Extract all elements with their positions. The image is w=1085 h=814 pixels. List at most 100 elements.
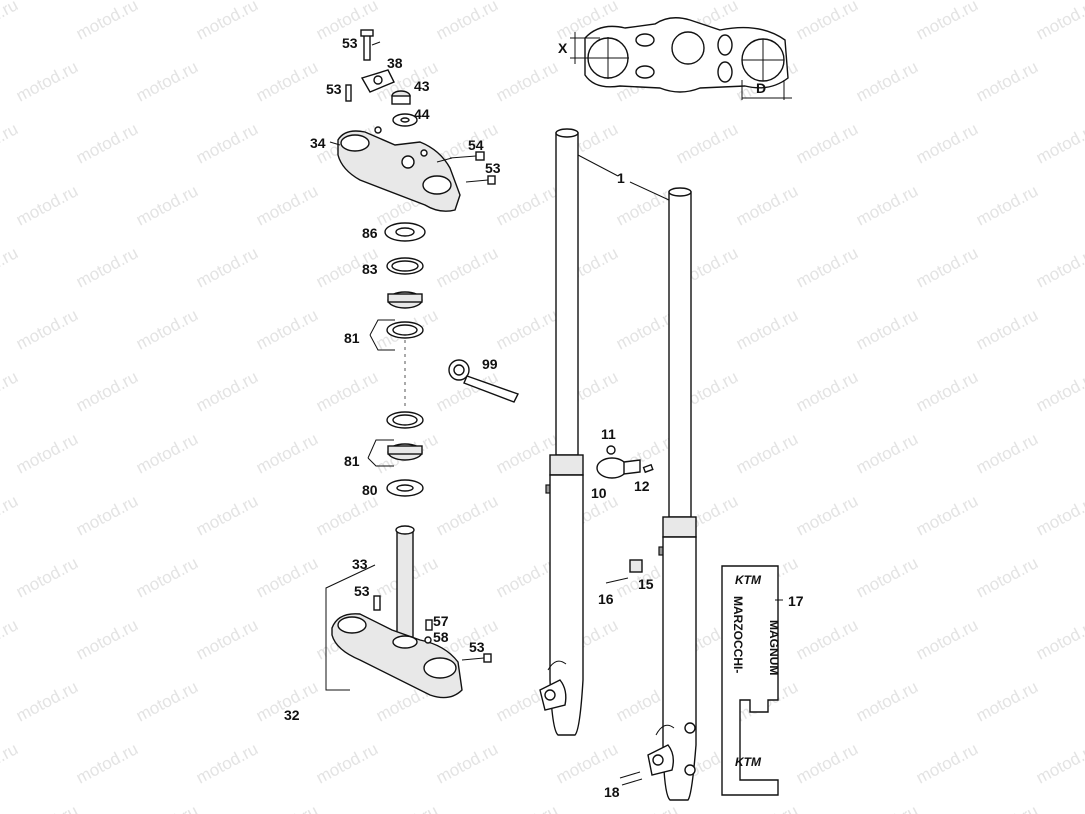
watermark-text: motod.ru — [13, 181, 81, 229]
watermark-text: motod.ru — [433, 491, 501, 539]
watermark-text: motod.ru — [493, 57, 561, 105]
callout-c80: 80 — [362, 482, 378, 498]
watermark-text: motod.ru — [1033, 243, 1085, 291]
watermark-text: motod.ru — [973, 305, 1041, 353]
watermark-text: motod.ru — [13, 305, 81, 353]
watermark-text: motod.ru — [1033, 491, 1085, 539]
spanner-tool — [448, 359, 519, 403]
steering-bearing-stack — [367, 222, 426, 497]
decal-text-magnum: MAGNUM — [767, 620, 781, 675]
callout-c58: 58 — [433, 629, 449, 645]
fork-leg-left — [539, 128, 584, 736]
watermark-text: motod.ru — [253, 801, 321, 814]
watermark-text: motod.ru — [193, 739, 261, 787]
callout-c12: 12 — [634, 478, 650, 494]
watermark-text: motod.ru — [493, 181, 561, 229]
callout-c18: 18 — [604, 784, 620, 800]
watermark-text: motod.ru — [1033, 367, 1085, 415]
lower-triple-clamp — [325, 525, 492, 699]
watermark-text: motod.ru — [73, 491, 141, 539]
callout-c54: 54 — [468, 137, 484, 153]
callout-c34: 34 — [310, 135, 326, 151]
decal-brand-bottom: KTM — [735, 755, 762, 769]
watermark-text: motod.ru — [733, 801, 801, 814]
watermark-text: motod.ru — [433, 0, 501, 44]
callout-c15: 15 — [638, 576, 654, 592]
watermark-text: motod.ru — [313, 739, 381, 787]
decal-brand-top: KTM — [735, 573, 762, 587]
callout-c81b: 81 — [344, 453, 360, 469]
watermark-text: motod.ru — [853, 553, 921, 601]
watermark-text: motod.ru — [973, 181, 1041, 229]
watermark-text: motod.ru — [853, 181, 921, 229]
watermark-text: motod.ru — [973, 677, 1041, 725]
watermark-text: motod.ru — [913, 243, 981, 291]
watermark-text: motod.ru — [0, 119, 21, 167]
watermark-text: motod.ru — [373, 801, 441, 814]
callout-c38: 38 — [387, 55, 403, 71]
watermark-text: motod.ru — [913, 0, 981, 44]
watermark-text: motod.ru — [433, 243, 501, 291]
watermark-text: motod.ru — [793, 491, 861, 539]
watermark-text: motod.ru — [193, 243, 261, 291]
watermark-text: motod.ru — [13, 429, 81, 477]
watermark-text: motod.ru — [913, 491, 981, 539]
watermark-text: motod.ru — [853, 801, 921, 814]
brake-line-clamp — [596, 445, 654, 786]
watermark-text: motod.ru — [0, 0, 21, 44]
dim-label-x: X — [558, 40, 568, 56]
watermark-text: motod.ru — [253, 305, 321, 353]
callout-c10: 10 — [591, 485, 607, 501]
callout-c44: 44 — [414, 106, 430, 122]
leader-lines — [329, 41, 783, 601]
watermark-text: motod.ru — [13, 677, 81, 725]
callout-c99: 99 — [482, 356, 498, 372]
watermark-text: motod.ru — [793, 119, 861, 167]
watermark-text: motod.ru — [973, 801, 1041, 814]
callout-c53b: 53 — [326, 81, 342, 97]
callout-c53c: 53 — [485, 160, 501, 176]
watermark-text: motod.ru — [313, 491, 381, 539]
watermark-text: motod.ru — [1033, 119, 1085, 167]
watermark-text: motod.ru — [973, 429, 1041, 477]
upper-triple-clamp — [337, 29, 496, 212]
triple-clamp-top-view: X D — [558, 17, 792, 100]
callout-c11: 11 — [601, 426, 616, 442]
callout-c33: 33 — [352, 556, 368, 572]
watermark-text: motod.ru — [133, 677, 201, 725]
watermark-text: motod.ru — [493, 305, 561, 353]
watermark-text: motod.ru — [13, 553, 81, 601]
watermark-text: motod.ru — [913, 367, 981, 415]
callout-c81a: 81 — [344, 330, 360, 346]
watermark-text: motod.ru — [133, 181, 201, 229]
watermark-text: motod.ru — [133, 429, 201, 477]
watermark-text: motod.ru — [13, 801, 81, 814]
watermark-text: motod.ru — [133, 801, 201, 814]
watermark-text: motod.ru — [973, 57, 1041, 105]
watermark-text: motod.ru — [913, 615, 981, 663]
callout-c86: 86 — [362, 225, 378, 241]
watermark-text: motod.ru — [133, 305, 201, 353]
watermark-text: motod.ru — [913, 119, 981, 167]
watermark-text: motod.ru — [313, 367, 381, 415]
watermark-text: motod.ru — [253, 181, 321, 229]
watermark-text: motod.ru — [193, 119, 261, 167]
watermark-text: motod.ru — [0, 739, 21, 787]
watermark-text: motod.ru — [253, 553, 321, 601]
watermark-text: motod.ru — [433, 739, 501, 787]
fork-decal: KTM KTM MARZOCCHI- MAGNUM — [721, 565, 781, 796]
watermark-text: motod.ru — [0, 491, 21, 539]
watermark-text: motod.ru — [253, 429, 321, 477]
watermark-text: motod.ru — [793, 615, 861, 663]
watermark-text: motod.ru — [0, 243, 21, 291]
watermark-text: motod.ru — [973, 553, 1041, 601]
callout-c57: 57 — [433, 613, 449, 629]
watermark-text: motod.ru — [853, 677, 921, 725]
watermark-text: motod.ru — [793, 367, 861, 415]
watermark-text: motod.ru — [853, 429, 921, 477]
watermark-text: motod.ru — [493, 801, 561, 814]
watermark-text: motod.ru — [193, 491, 261, 539]
watermark-text: motod.ru — [1033, 615, 1085, 663]
callout-c16: 16 — [598, 591, 614, 607]
